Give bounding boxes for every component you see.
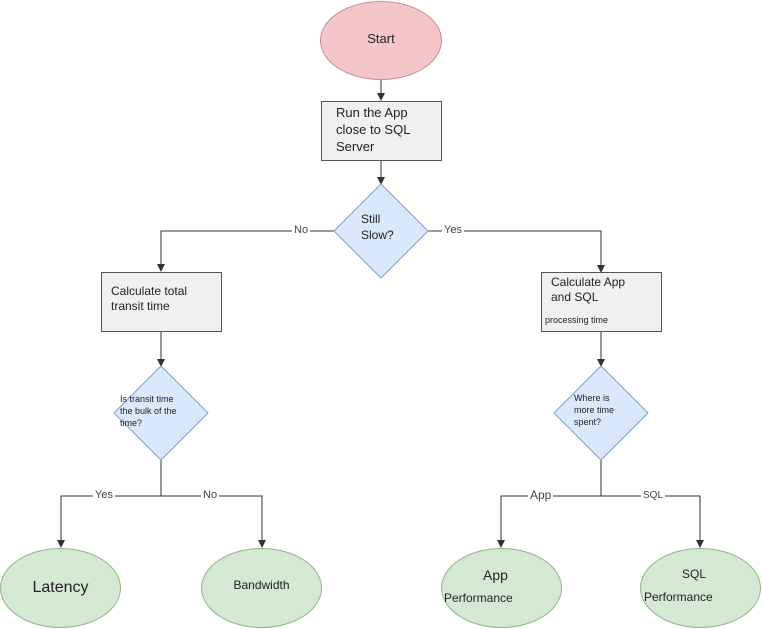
bandwidth-label: Bandwidth <box>233 578 290 592</box>
connector-transit-no <box>161 495 266 548</box>
connector-where-app <box>497 495 601 548</box>
sql-performance-line-2: Performance <box>644 590 713 604</box>
calc-transit-line-2: transit time <box>111 299 170 313</box>
run-app-line-1: Run the App <box>336 105 408 120</box>
edge-label-yes-transit: Yes <box>93 489 115 502</box>
run-app-line-3: Server <box>336 139 375 154</box>
edge-label-no-transit: No <box>201 489 220 502</box>
latency-label: Latency <box>32 579 89 596</box>
start-node: Start <box>320 1 442 80</box>
where-time-diamond <box>553 365 649 461</box>
edge-label-no-main: No <box>292 224 311 237</box>
app-performance-node <box>441 548 562 628</box>
bandwidth-node: Bandwidth <box>201 548 322 628</box>
still-slow-line-2: Slow? <box>361 228 394 242</box>
transit-bulk-line-2: the bulk of the <box>120 406 177 416</box>
connector-still-slow-no <box>157 230 334 272</box>
calc-app-sql-line-3: processing time <box>545 315 609 325</box>
connector-transit-yes <box>57 495 161 548</box>
edge-label-sql-branch: SQL <box>641 489 666 502</box>
transit-bulk-diamond <box>113 365 209 461</box>
run-app-line-2: close to SQL <box>336 122 411 137</box>
sql-performance-node <box>640 548 761 628</box>
transit-bulk-line-1: Is transit time <box>120 394 174 404</box>
still-slow-diamond <box>333 183 429 279</box>
calc-app-sql-line-2: and SQL <box>551 290 599 304</box>
calc-app-sql-process: Calculate App and SQL processing time <box>541 272 662 332</box>
where-time-line-1: Where is <box>574 393 610 403</box>
calc-transit-line-1: Calculate total <box>111 284 188 298</box>
edge-label-yes-main: Yes <box>442 224 464 237</box>
latency-node: Latency <box>0 548 121 628</box>
connector-where-sql <box>601 495 704 548</box>
edge-label-app-branch: App <box>528 488 554 502</box>
calc-app-sql-line-1: Calculate App <box>551 275 626 289</box>
start-label: Start <box>367 31 395 46</box>
calc-transit-process: Calculate total transit time <box>101 272 222 332</box>
connector-still-slow-yes <box>428 230 605 273</box>
transit-bulk-line-3: time? <box>120 418 143 428</box>
app-performance-line-2: Performance <box>444 591 513 605</box>
sql-performance-line-1: SQL <box>682 567 707 581</box>
app-performance-line-1: App <box>483 567 508 583</box>
still-slow-line-1: Still <box>361 212 381 226</box>
where-time-line-2: more time <box>574 405 615 415</box>
run-app-process: Run the App close to SQL Server <box>321 101 442 161</box>
where-time-line-3: spent? <box>574 417 602 427</box>
